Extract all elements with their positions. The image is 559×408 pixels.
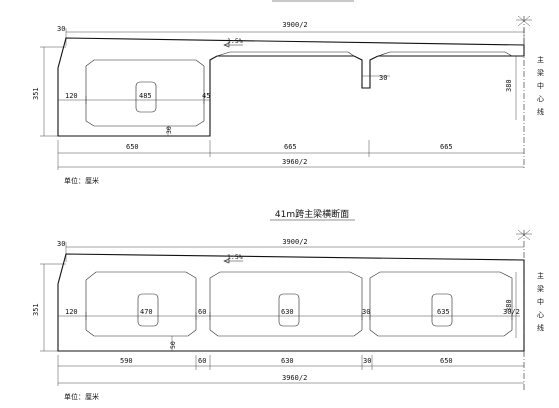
svg-text:心: 心 (537, 311, 544, 319)
top-gap-dim: 30 (379, 74, 387, 82)
svg-text:线: 线 (537, 107, 544, 116)
bottom-left-web: 120 (65, 308, 78, 316)
top-bottom-dim-2: 665 (284, 143, 297, 151)
top-depth: 351 (32, 87, 40, 100)
top-slope-label: 1.5% (227, 37, 243, 45)
bottom-dim-5: 650 (440, 357, 453, 365)
top-bottom-dim-1: 650 (126, 143, 139, 151)
bottom-dim-2: 60 (198, 357, 206, 365)
svg-text:中: 中 (537, 297, 544, 306)
bottom-void-3 (431, 293, 453, 327)
top-box-cell-2 (216, 51, 355, 57)
bottom-box-cell-3 (369, 271, 513, 337)
top-total-bottom: 3960/2 (282, 158, 307, 166)
bottom-unit-note: 单位：厘米 (64, 392, 99, 401)
svg-text:主: 主 (537, 271, 544, 280)
svg-text:线: 线 (537, 323, 544, 332)
svg-text:梁: 梁 (537, 284, 544, 293)
top-unit-note: 单位：厘米 (64, 176, 99, 185)
bottom-box1-width: 470 (140, 308, 153, 316)
top-bottom-dim-3: 665 (440, 143, 453, 151)
bottom-depth: 351 (32, 303, 40, 316)
top-right-depth: 380 (505, 79, 513, 92)
bottom-box2-width: 630 (281, 308, 294, 316)
svg-text:梁: 梁 (537, 68, 544, 77)
bottom-void-1 (137, 293, 159, 327)
bottom-total-width: 3900/2 (282, 238, 307, 246)
bottom-box-cell-2 (209, 271, 363, 337)
top-cross-section: 3900/2 30 1.5% 120 485 45 30 30 351 (32, 0, 544, 185)
bottom-web1: 60 (198, 308, 206, 316)
bottom-box-cell-1 (85, 271, 197, 337)
bottom-centerline-label: 主 梁 中 心 线 (537, 271, 544, 332)
bottom-void-2 (278, 293, 300, 327)
top-box-width: 485 (139, 92, 152, 100)
bottom-total-bottom: 3960/2 (282, 374, 307, 382)
top-centerline-label: 主 梁 中 心 线 (537, 55, 544, 116)
bottom-cross-section: 41m跨主梁横断面 3900/2 30 1.5% 120 470 60 630 … (32, 208, 544, 401)
bottom-box3-width: 635 (437, 308, 450, 316)
bottom-cantilever-dim: 30 (57, 240, 65, 248)
bottom-slope-label: 1.5% (227, 253, 243, 261)
top-void-1 (135, 81, 157, 113)
bottom-deck-outline (57, 253, 525, 352)
svg-text:心: 心 (537, 95, 544, 103)
bottom-web2: 30 (362, 308, 370, 316)
top-deck-outline (57, 37, 525, 137)
top-left-web: 120 (65, 92, 78, 100)
top-total-width: 3900/2 (282, 21, 307, 29)
bottom-bottom-slab: 50 (169, 341, 177, 349)
bottom-dim-3: 630 (281, 357, 294, 365)
svg-text:主: 主 (537, 55, 544, 64)
bottom-title: 41m跨主梁横断面 (275, 208, 349, 220)
top-bottom-slab: 30 (165, 126, 173, 134)
top-mid-web: 45 (202, 92, 210, 100)
svg-text:中: 中 (537, 81, 544, 90)
top-box-cell-3 (377, 51, 513, 57)
bottom-dim-1: 590 (120, 357, 133, 365)
bottom-web3: 30/2 (503, 308, 520, 316)
top-cantilever-dim: 30 (57, 25, 65, 33)
bottom-dim-4: 30 (363, 357, 371, 365)
top-box-cell-1 (85, 59, 205, 127)
bottom-right-depth: 380 (505, 299, 513, 312)
